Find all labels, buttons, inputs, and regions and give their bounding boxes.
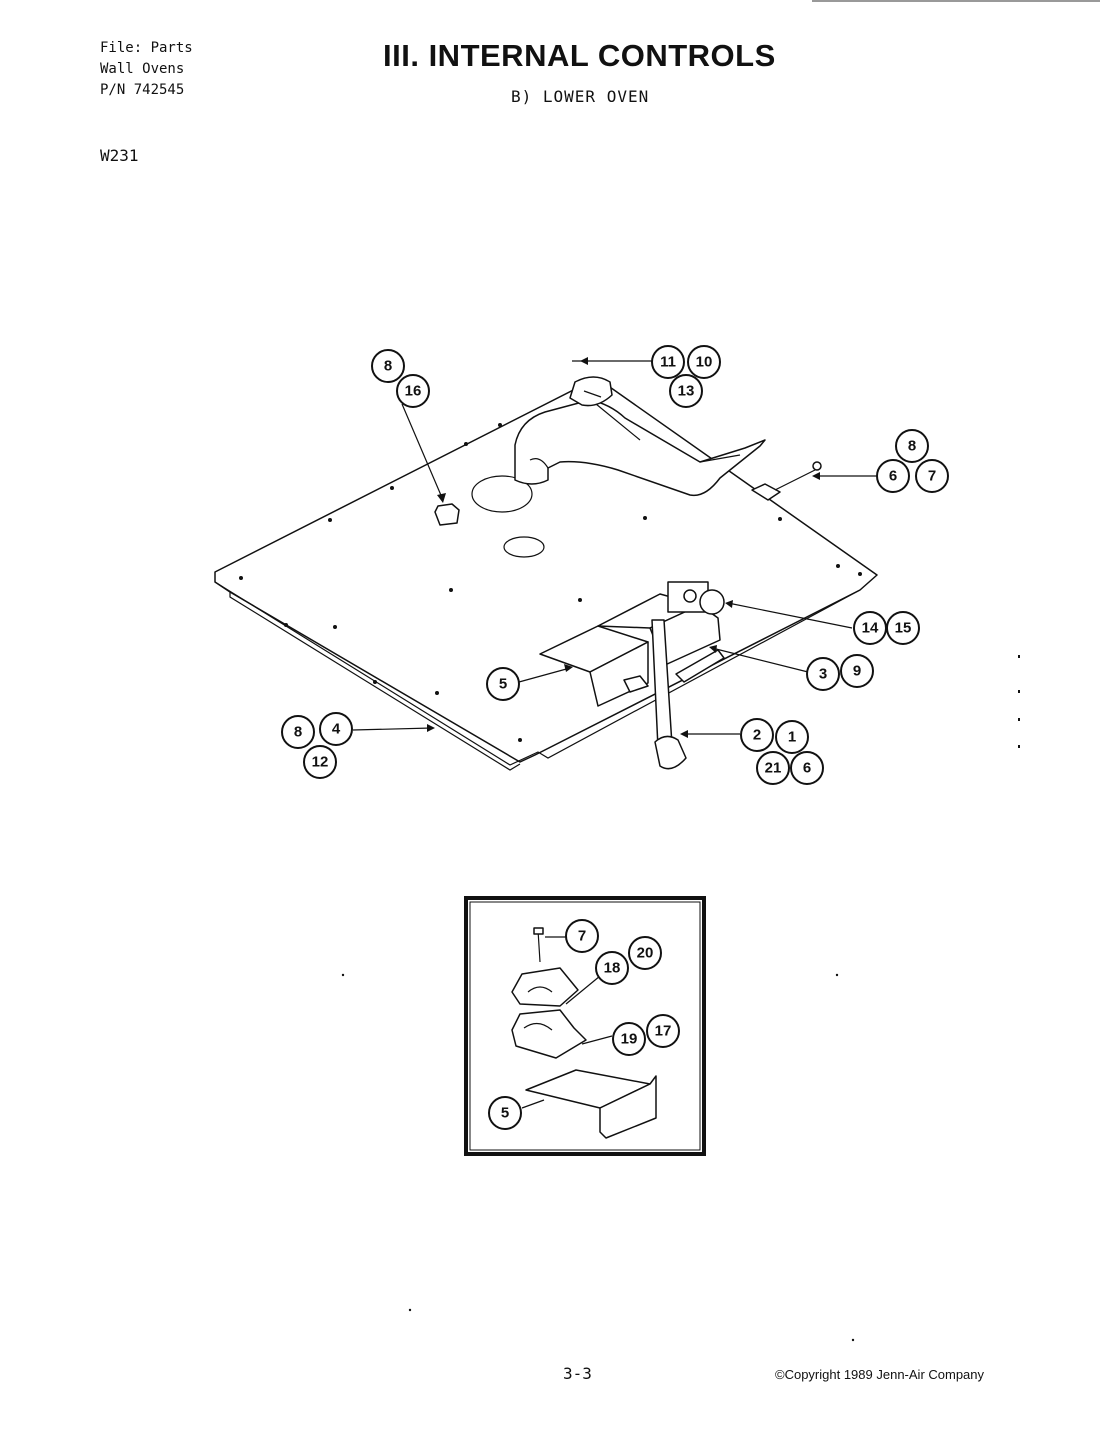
callout: 14: [853, 611, 887, 645]
callout: 8: [281, 715, 315, 749]
callout: 7: [565, 919, 599, 953]
callout: 7: [915, 459, 949, 493]
callout-label: 2: [753, 727, 761, 744]
scan-marks: [341, 655, 1020, 1342]
callout-bubbles: 8 16 11 10 13 8 6 7 14 15 3 9 5 2 1 21 6…: [281, 345, 949, 785]
callout: 11: [651, 345, 685, 379]
control-assembly: [539, 581, 725, 770]
top-rule: [812, 0, 1100, 2]
callout: 5: [486, 667, 520, 701]
callout: 6: [790, 751, 824, 785]
callout: 12: [303, 745, 337, 779]
callout: 1: [775, 720, 809, 754]
callout-label: 15: [895, 620, 912, 637]
callout-label: 7: [928, 468, 936, 485]
callout-label: 12: [312, 754, 329, 771]
callout-label: 20: [637, 945, 654, 962]
callout: 21: [756, 751, 790, 785]
inset-detail: [464, 896, 706, 1156]
callout: 18: [595, 951, 629, 985]
sensor-bracket: [569, 357, 652, 407]
callout-label: 19: [621, 1031, 638, 1048]
vent-duct: [514, 399, 766, 497]
page-title: III. INTERNAL CONTROLS: [383, 38, 776, 73]
file-line: Wall Ovens: [100, 61, 185, 77]
page-subtitle: B) LOWER OVEN: [511, 87, 650, 106]
callout-label: 4: [332, 721, 341, 738]
callout: 5: [488, 1096, 522, 1130]
callout-label: 6: [889, 468, 897, 485]
callout-label: 10: [696, 354, 713, 371]
callout-label: 13: [678, 383, 695, 400]
callout-label: 17: [655, 1023, 672, 1040]
model-number: W231: [100, 146, 139, 165]
callout: 8: [371, 349, 405, 383]
callout-label: 5: [501, 1105, 509, 1122]
callout: 9: [840, 654, 874, 688]
callout: 6: [876, 459, 910, 493]
callout-label: 14: [862, 620, 879, 637]
callout: 4: [319, 712, 353, 746]
callout: 2: [740, 718, 774, 752]
callout-label: 8: [908, 438, 916, 455]
callout: 17: [646, 1014, 680, 1048]
callout-label: 9: [853, 663, 861, 680]
callout-label: 16: [405, 383, 422, 400]
callout-label: 7: [578, 928, 586, 945]
leader-lines: [352, 403, 877, 738]
callout: 3: [806, 657, 840, 691]
clip-part: [434, 503, 460, 526]
callout-label: 3: [819, 666, 827, 683]
callout: 15: [886, 611, 920, 645]
callout: 16: [396, 374, 430, 408]
inset-callouts: 7 20 18 19 17 5: [488, 919, 680, 1130]
callout-label: 11: [660, 354, 676, 371]
callout-label: 1: [788, 729, 796, 746]
callout-label: 18: [604, 960, 621, 977]
callout: 19: [612, 1022, 646, 1056]
file-line: File: Parts: [100, 40, 193, 56]
callout-label: 5: [499, 676, 507, 693]
callout: 10: [687, 345, 721, 379]
callout: 13: [669, 374, 703, 408]
callout-label: 8: [384, 358, 392, 375]
callout-label: 8: [294, 724, 302, 741]
copyright-notice: ©Copyright 1989 Jenn-Air Company: [775, 1367, 985, 1382]
callout: 8: [895, 429, 929, 463]
page-number: 3-3: [563, 1364, 592, 1383]
callout-label: 6: [803, 760, 811, 777]
probe-clip: [751, 461, 822, 501]
file-line: P/N 742545: [100, 82, 185, 98]
callout: 20: [628, 936, 662, 970]
callout-label: 21: [765, 760, 782, 777]
